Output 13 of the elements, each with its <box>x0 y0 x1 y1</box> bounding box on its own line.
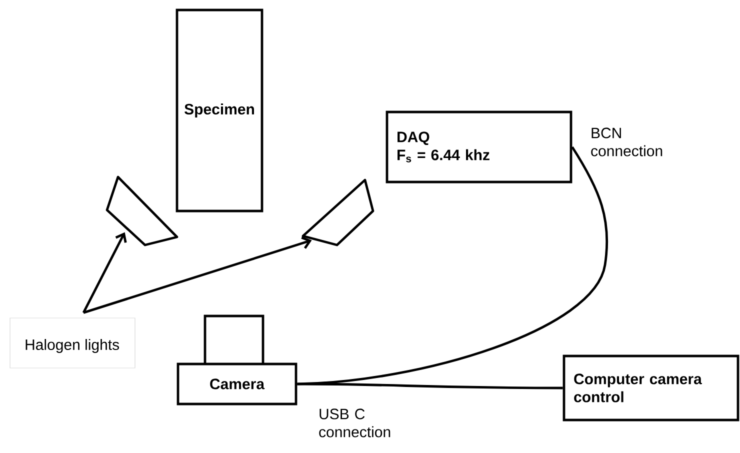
camera-drawing: Camera <box>176 314 298 406</box>
label-box: Halogen lights <box>10 318 136 368</box>
lamp-drawing <box>106 176 178 246</box>
edge-label: BCN connection <box>591 128 662 156</box>
cable <box>297 382 563 390</box>
daq-box: DAQ F$_{s}$ = 6.44 khz <box>386 110 572 184</box>
lamp-drawing <box>302 178 374 246</box>
arrow <box>83 236 312 314</box>
cable <box>297 146 608 386</box>
arrow <box>82 232 127 314</box>
computer-box: Computer camera control <box>562 354 740 422</box>
edge-label: USB C connection <box>319 408 390 438</box>
specimen-box: Specimen <box>176 8 264 212</box>
